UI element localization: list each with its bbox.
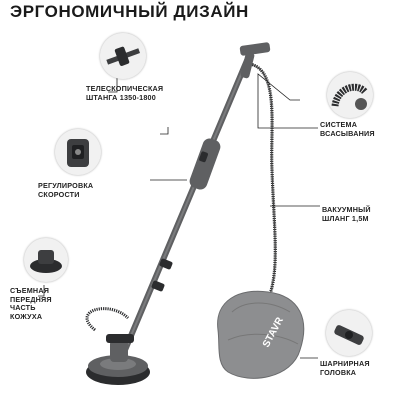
- page-title: ЭРГОНОМИЧНЫЙ ДИЗАЙН: [10, 2, 249, 21]
- callout-vacuum-hose: ВАКУУМНЫЙ ШЛАНГ 1,5М: [322, 205, 371, 223]
- sanding-head: [86, 334, 150, 385]
- callout-removable-cover: СЪЕМНАЯ ПЕРЕДНЯЯ ЧАСТЬ КОЖУХА: [10, 286, 52, 321]
- speed-detail-circle: [55, 129, 101, 175]
- head-detail-circle: [326, 310, 372, 356]
- telescopic-detail-circle: [100, 33, 146, 79]
- callout-telescopic-pole: ТЕЛЕСКОПИЧЕСКАЯ ШТАНГА 1350-1800: [86, 84, 164, 102]
- telescopic-clamp-icon: [106, 46, 141, 66]
- suction-hose-icon: [331, 83, 368, 110]
- callout-hinged-head: ШАРНИРНАЯ ГОЛОВКА: [320, 359, 370, 377]
- hinged-head-icon: [334, 325, 364, 345]
- callout-suction-system: СИСТЕМА ВСАСЫВАНИЯ: [320, 120, 375, 138]
- mid-grip: [189, 138, 221, 190]
- top-handle: [239, 42, 271, 56]
- cover-detail-circle: [24, 238, 68, 282]
- callout-speed-control: РЕГУЛИРОВКА СКОРОСТИ: [38, 181, 94, 199]
- suction-detail-circle: [327, 72, 373, 118]
- dust-bag: STAVR: [217, 290, 305, 379]
- removable-cover-icon: [30, 250, 62, 273]
- speed-dial-icon: [67, 139, 89, 167]
